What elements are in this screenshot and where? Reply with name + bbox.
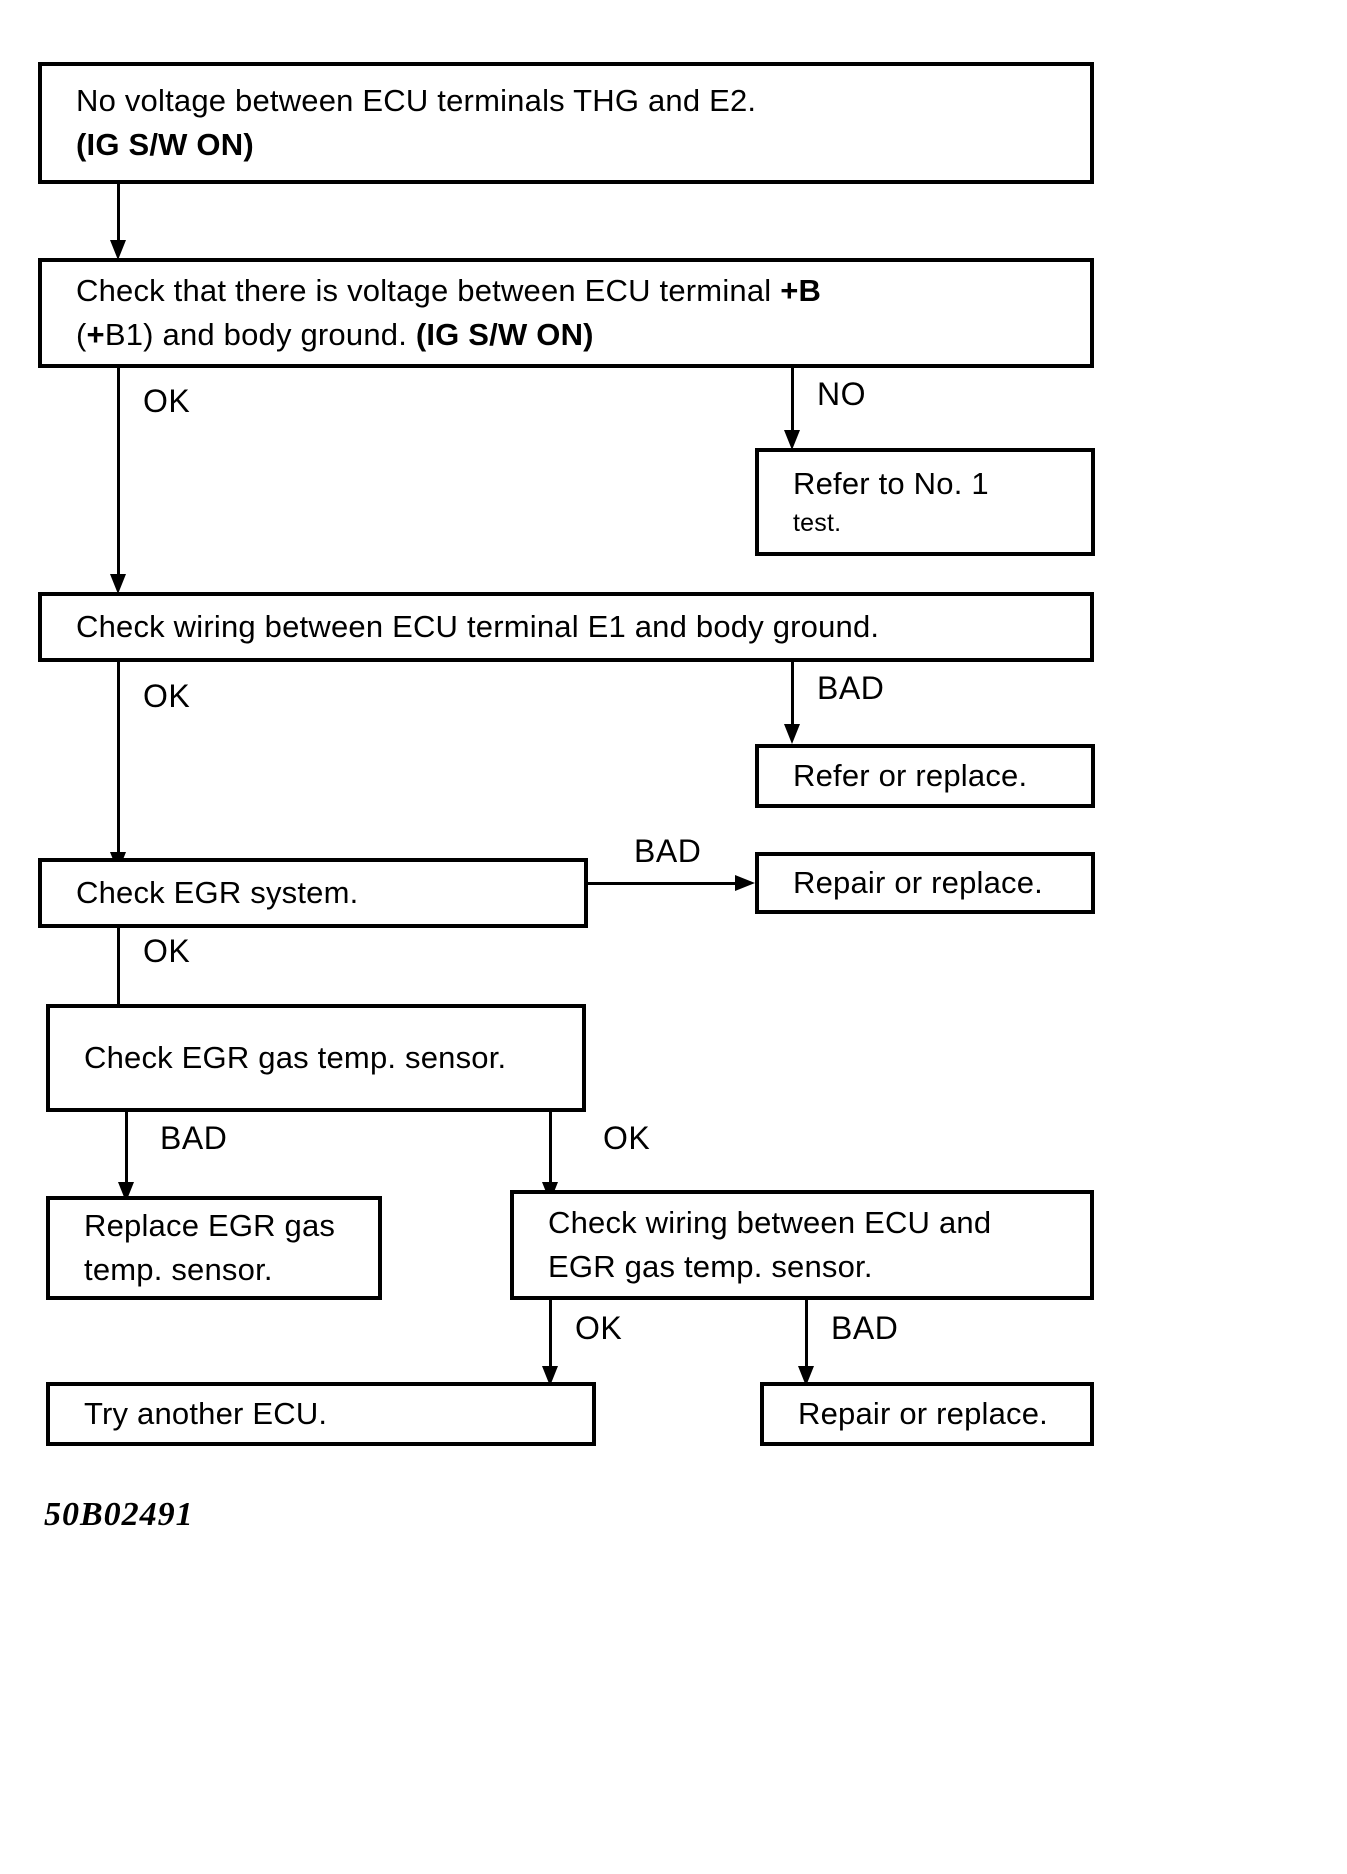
node-7-line-1: Repair or replace. (793, 864, 1043, 900)
edge-n2-n4-arrow (110, 574, 126, 594)
node-2-line-2-rest: B1) and body ground. (104, 317, 416, 352)
node-refer-to-no-1-test: Refer to No. 1 test. (755, 448, 1095, 556)
node-check-voltage-plus-b: Check that there is voltage between ECU … (38, 258, 1094, 368)
edge-n10-n11-arrow (542, 1366, 558, 1386)
edge-n10-n11-line (549, 1300, 552, 1372)
node-repair-or-replace-egr: Repair or replace. (755, 852, 1095, 914)
node-10-line-2: EGR gas temp. sensor. (548, 1249, 873, 1284)
node-9-line-1: Replace EGR gas (84, 1207, 336, 1243)
node-9-line-2: temp. sensor. (84, 1252, 273, 1287)
edge-n6-n7-arrow (735, 875, 755, 891)
edge-n1-n2-line (117, 184, 120, 246)
node-1-line-2: (IG S/W ON) (76, 127, 254, 162)
edge-n6-n8-line (117, 928, 120, 1012)
node-2-line-1: Check that there is voltage between ECU … (42, 269, 1090, 313)
node-2-b: B (798, 272, 822, 308)
edge-n2-n4-line (117, 368, 120, 580)
node-repair-or-replace-wiring: Repair or replace. (760, 1382, 1094, 1446)
node-2-line-1-text: Check that there is voltage between ECU … (76, 272, 781, 308)
edge-n6-n7-line (588, 882, 740, 885)
node-4-line-1: Check wiring between ECU terminal E1 and… (76, 608, 880, 644)
edge-n2-n3-arrow (784, 430, 800, 450)
node-check-egr-system: Check EGR system. (38, 858, 588, 928)
node-6-line-1: Check EGR system. (76, 874, 359, 910)
edge-label-n8-bad: BAD (160, 1120, 228, 1156)
node-12-line-1: Repair or replace. (798, 1395, 1048, 1431)
edge-n2-n3-line (791, 368, 794, 436)
edge-label-n10-bad: BAD (831, 1310, 899, 1346)
node-2-line-2: (+B1) and body ground. (IG S/W ON) (42, 313, 1090, 357)
edge-n8-n9-line (125, 1112, 128, 1188)
edge-n4-n5-arrow (784, 724, 800, 744)
node-refer-or-replace: Refer or replace. (755, 744, 1095, 808)
node-2-line-2-bold: (IG S/W ON) (415, 317, 594, 352)
edge-label-n6-bad: BAD (634, 833, 702, 869)
edge-n4-n5-line (791, 662, 794, 730)
node-replace-egr-gas-temp-sensor: Replace EGR gas temp. sensor. (46, 1196, 382, 1300)
edge-label-n2-ok: OK (143, 383, 191, 419)
node-11-line-1: Try another ECU. (84, 1395, 328, 1431)
edge-n4-n6-line (117, 662, 120, 858)
node-3-line-1: Refer to No. 1 (793, 466, 989, 502)
node-3-line-2: test. (793, 509, 842, 538)
edge-label-n8-ok: OK (603, 1120, 651, 1156)
figure-caption: 50B02491 (44, 1496, 194, 1533)
edge-n1-n2-arrow (110, 240, 126, 260)
node-2-line-2-plus: + (86, 317, 105, 352)
node-2-plus: + (780, 272, 799, 308)
node-1-line-1: No voltage between ECU terminals THG and… (76, 82, 757, 118)
edge-n8-n10-line (549, 1112, 552, 1188)
edge-label-n2-no: NO (817, 376, 866, 412)
node-2-line-2-open: ( (76, 317, 87, 352)
edge-label-n10-ok: OK (575, 1310, 623, 1346)
edge-label-n6-ok: OK (143, 933, 191, 969)
node-10-line-1: Check wiring between ECU and (548, 1204, 992, 1240)
node-check-wiring-ecu-egr-sensor: Check wiring between ECU and EGR gas tem… (510, 1190, 1094, 1300)
node-5-line-1: Refer or replace. (793, 757, 1028, 793)
node-check-egr-gas-temp-sensor: Check EGR gas temp. sensor. (46, 1004, 586, 1112)
edge-label-n4-ok: OK (143, 678, 191, 714)
node-8-line-1: Check EGR gas temp. sensor. (84, 1039, 507, 1075)
edge-n10-n12-line (805, 1300, 808, 1372)
node-check-wiring-e1-body-ground: Check wiring between ECU terminal E1 and… (38, 592, 1094, 662)
node-try-another-ecu: Try another ECU. (46, 1382, 596, 1446)
edge-n10-n12-arrow (798, 1366, 814, 1386)
node-no-voltage-thg-e2: No voltage between ECU terminals THG and… (38, 62, 1094, 184)
edge-label-n4-bad: BAD (817, 670, 885, 706)
